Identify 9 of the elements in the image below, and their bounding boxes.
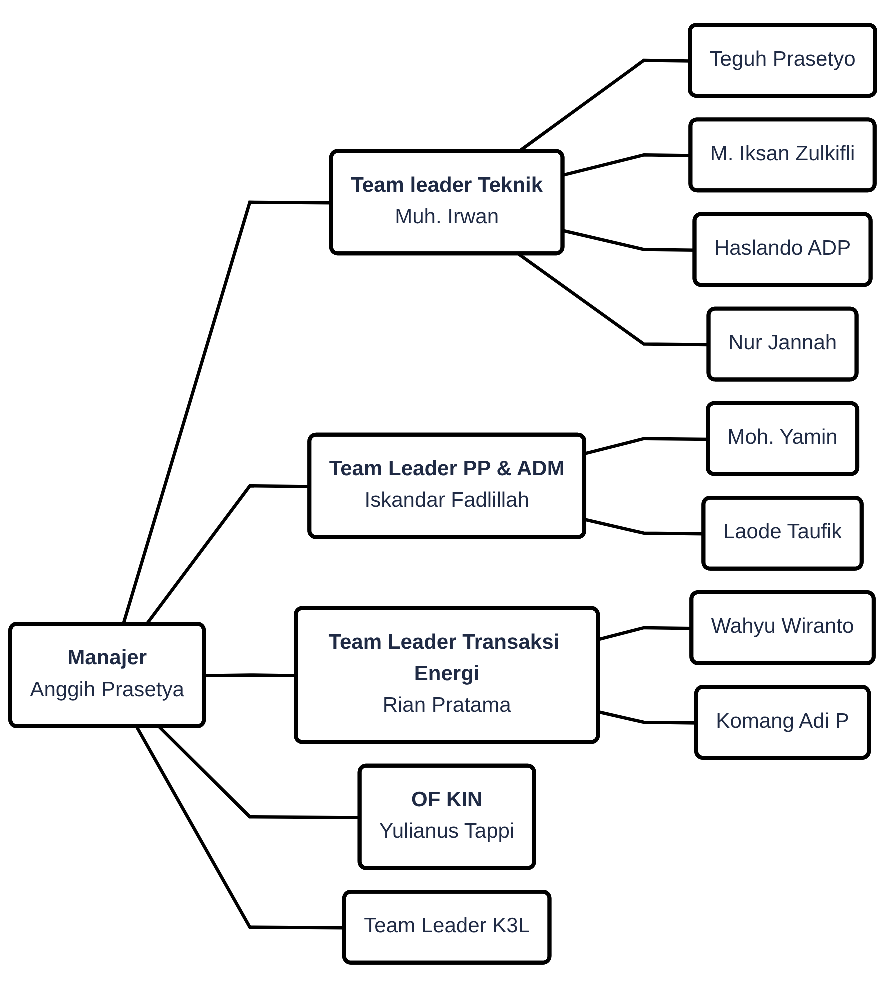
connector <box>598 710 698 725</box>
connector <box>563 154 692 177</box>
connector <box>204 674 297 678</box>
connector <box>563 229 696 252</box>
connector <box>136 726 346 930</box>
connector <box>598 626 692 642</box>
connector <box>584 437 709 456</box>
connector <box>584 518 704 536</box>
connector <box>158 726 360 820</box>
